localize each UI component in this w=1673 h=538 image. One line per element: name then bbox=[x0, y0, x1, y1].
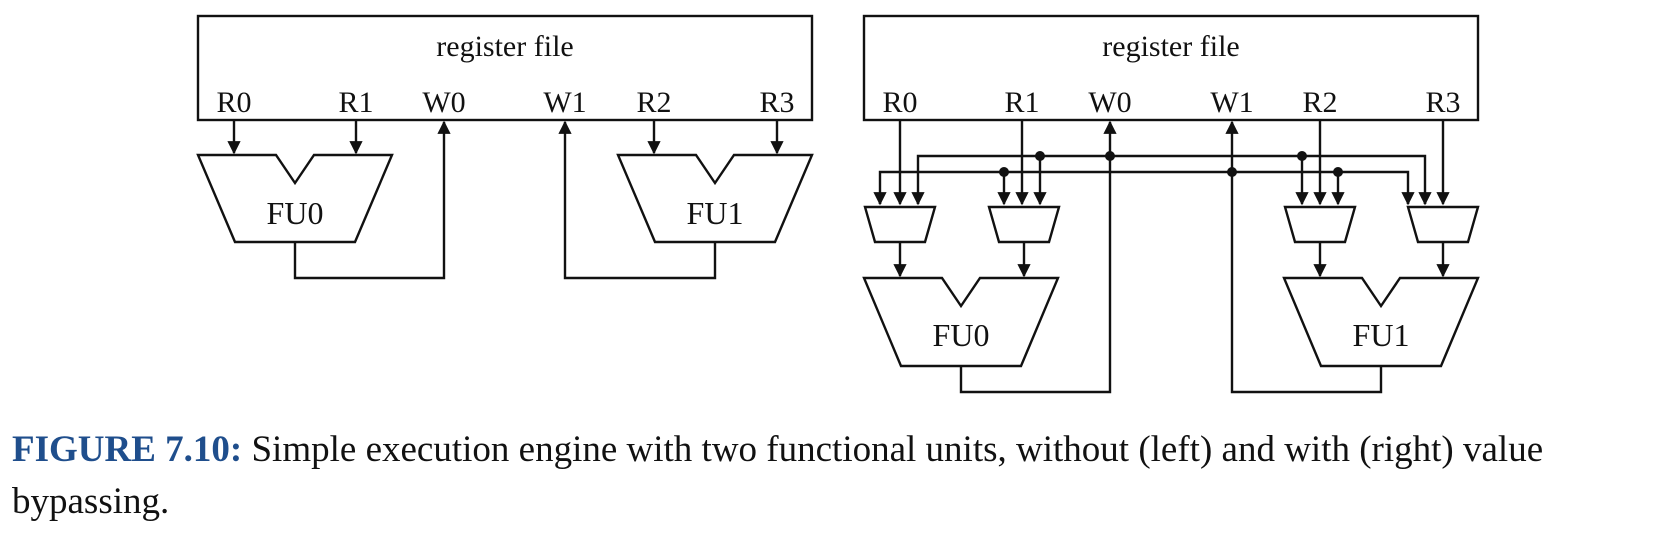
right-fu0-label: FU0 bbox=[933, 317, 990, 353]
left-register-file bbox=[196, 14, 814, 122]
left-diagram: register file R0 R1 W0 W1 R2 R3 FU0 FU1 bbox=[196, 14, 814, 280]
figure-caption-text: Simple execution engine with two functio… bbox=[12, 429, 1544, 522]
right-register-file bbox=[862, 14, 1480, 122]
right-port-w1: W1 bbox=[1210, 86, 1253, 119]
execution-engine-diagram: register file R0 R1 W0 W1 R2 R3 FU0 FU1 … bbox=[196, 14, 1480, 394]
left-fu1-label: FU1 bbox=[687, 195, 744, 231]
right-diagram: register file R0 R1 W0 W1 R2 R3 bbox=[862, 14, 1480, 394]
right-fu1-label: FU1 bbox=[1353, 317, 1410, 353]
figure-caption: FIGURE 7.10: Simple execution engine wit… bbox=[12, 424, 1667, 528]
left-port-r1: R1 bbox=[338, 86, 373, 119]
right-register-file-label: register file bbox=[1102, 30, 1239, 63]
mux-fu1-right bbox=[1406, 205, 1480, 244]
bypass-bus-fu1 bbox=[916, 154, 1427, 204]
right-port-r2: R2 bbox=[1302, 86, 1337, 119]
junction-dot bbox=[999, 167, 1009, 177]
left-port-w1: W1 bbox=[543, 86, 586, 119]
junction-dot bbox=[1035, 151, 1045, 161]
junction-dot bbox=[1297, 151, 1307, 161]
mux-fu0-right bbox=[987, 205, 1061, 244]
left-fu1-writeback-path bbox=[558, 120, 717, 280]
figure-caption-label: FIGURE 7.10: bbox=[12, 429, 243, 470]
right-port-r0: R0 bbox=[882, 86, 917, 119]
right-fu1-writeback-path bbox=[1225, 120, 1383, 394]
right-port-w0: W0 bbox=[1088, 86, 1131, 119]
right-fu0-writeback-path bbox=[959, 120, 1117, 394]
left-port-r3: R3 bbox=[759, 86, 794, 119]
left-port-r0: R0 bbox=[216, 86, 251, 119]
bypass-bus-fu0 bbox=[878, 170, 1410, 204]
right-port-r3: R3 bbox=[1425, 86, 1460, 119]
right-fu1-unit bbox=[1282, 276, 1480, 368]
left-fu0-writeback-path bbox=[293, 120, 451, 280]
right-port-r1: R1 bbox=[1004, 86, 1039, 119]
left-port-r2: R2 bbox=[636, 86, 671, 119]
left-port-w0: W0 bbox=[422, 86, 465, 119]
junction-dot bbox=[1333, 167, 1343, 177]
mux-fu1-left bbox=[1283, 205, 1357, 244]
bypass-network bbox=[873, 120, 1450, 206]
left-fu0-label: FU0 bbox=[267, 195, 324, 231]
left-fu1-unit bbox=[616, 153, 814, 244]
mux-fu0-left bbox=[863, 205, 937, 244]
left-register-file-label: register file bbox=[436, 30, 573, 63]
left-fu0-unit bbox=[196, 153, 394, 244]
right-fu0-unit bbox=[862, 276, 1060, 368]
